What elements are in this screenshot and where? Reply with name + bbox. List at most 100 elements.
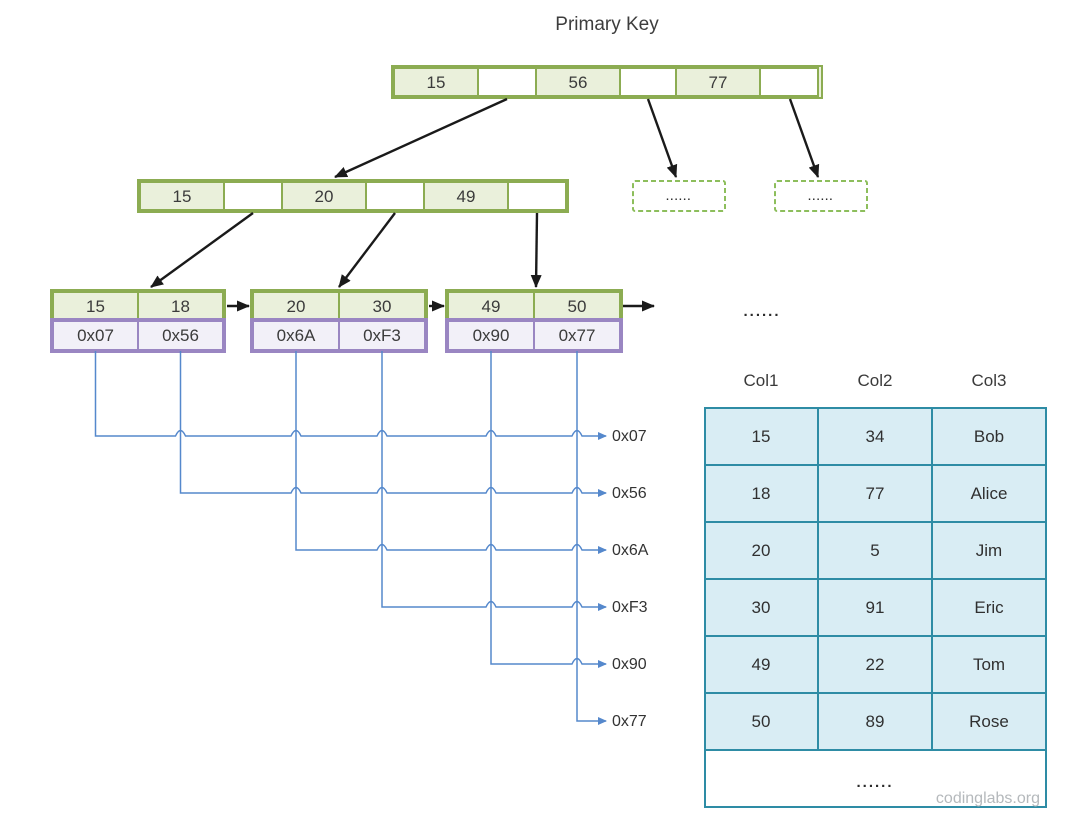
pointer-label: 0x6A [612, 542, 649, 559]
leaf-pointer-cell [447, 320, 535, 351]
internal-key-value: 49 [457, 187, 476, 206]
dashed-node-box [632, 180, 726, 212]
column-header: Col2 [858, 371, 893, 390]
dashed-node-2: ...... [774, 180, 868, 212]
internal-key-value: 15 [173, 187, 192, 206]
internal-pointer-cell [365, 181, 425, 211]
cell-value: 22 [866, 655, 885, 674]
pointer-connectors: 0x07 0x56 0x6A 0xF3 0x90 0x77 [94, 351, 649, 730]
table-row: 15 34 Bob [704, 407, 1047, 466]
cell-value: 5 [870, 541, 879, 560]
table-cell [931, 692, 1047, 751]
leaf-key-cell [137, 291, 224, 322]
internal-pointer-cell [507, 181, 567, 211]
column-header: Col1 [744, 371, 779, 390]
leaf-pointer-value: 0x07 [77, 326, 114, 345]
root-pointer-cell [759, 67, 819, 97]
pointer-label: 0xF3 [612, 599, 648, 616]
cell-value: 89 [866, 712, 885, 731]
leaf-pointer-cell [533, 320, 621, 351]
leaf-key-value: 20 [287, 297, 306, 316]
dashed-node-ellipsis: ...... [808, 192, 834, 203]
leaf-node-2: 20 30 0x6A 0xF3 [250, 289, 428, 353]
leaf-pointer-value: 0x6A [277, 326, 316, 345]
root-key-value: 15 [427, 73, 446, 92]
leaf-key-value: 49 [482, 297, 501, 316]
dashed-node-box [774, 180, 868, 212]
cell-value: 20 [752, 541, 771, 560]
table-cell [704, 692, 819, 751]
leaf-pointer-cell [252, 320, 340, 351]
column-header: Col3 [972, 371, 1007, 390]
table-cell [704, 521, 819, 580]
cell-value: 18 [752, 484, 771, 503]
pointer-label: 0x77 [612, 713, 647, 730]
leaf-key-cell [338, 291, 426, 322]
arrow-root-to-dashed-2 [788, 98, 820, 178]
leaf-pointer-cell [338, 320, 426, 351]
connector-0x6A [295, 351, 607, 554]
internal-key-value: 20 [315, 187, 334, 206]
cell-value: 91 [866, 598, 885, 617]
watermark-text: codinglabs.org [936, 790, 1040, 807]
table-cell [931, 521, 1047, 580]
internal-node: 15 20 49 [137, 179, 569, 213]
pointer-label: 0x56 [612, 485, 647, 502]
cell-value: 34 [866, 427, 885, 446]
connector-0xF3 [381, 351, 607, 611]
leaf-pointer-value: 0x56 [162, 326, 199, 345]
table-row-ellipsis: ...... codinglabs.org [704, 749, 1047, 808]
internal-key-cell [281, 181, 367, 211]
table-row: 20 5 Jim [704, 521, 1047, 580]
cell-value: Bob [974, 427, 1004, 446]
table-cell [931, 407, 1047, 466]
connector-0x77 [576, 351, 607, 725]
root-key-cell [535, 67, 621, 97]
connector-0x90 [490, 351, 607, 668]
arrow-internal-to-leaf-1 [150, 212, 254, 288]
table-cell [704, 578, 819, 637]
connector-0x56 [179, 351, 607, 497]
connector-0x07 [94, 351, 607, 440]
table-row: 50 89 Rose [704, 692, 1047, 751]
root-pointer-cell [619, 67, 677, 97]
leaf-key-value: 18 [171, 297, 190, 316]
cell-value: 49 [752, 655, 771, 674]
data-table: Col1 Col2 Col3 15 34 Bob 18 77 Alice 20 [704, 371, 1047, 808]
table-cell [817, 692, 933, 751]
table-cell [931, 635, 1047, 694]
diagram-title: Primary Key [555, 14, 659, 35]
leaf-pointer-cell [137, 320, 224, 351]
arrow-internal-to-leaf-3 [530, 212, 542, 288]
pointer-label: 0x07 [612, 428, 647, 445]
root-key-value: 56 [569, 73, 588, 92]
leaf-pointer-value: 0xF3 [363, 326, 401, 345]
internal-key-cell [423, 181, 509, 211]
root-pointer-cell [477, 67, 537, 97]
cell-value: Tom [973, 655, 1005, 674]
cell-value: Rose [969, 712, 1009, 731]
internal-pointer-cell [223, 181, 283, 211]
cell-value: 30 [752, 598, 771, 617]
table-row: 30 91 Eric [704, 578, 1047, 637]
leaf-key-value: 50 [568, 297, 587, 316]
pointer-label: 0x90 [612, 656, 647, 673]
root-key-value: 77 [709, 73, 728, 92]
arrow-root-to-dashed-1 [646, 98, 678, 178]
leaf-pointer-value: 0x90 [473, 326, 510, 345]
arrow-root-to-internal [334, 97, 508, 179]
cell-value: 15 [752, 427, 771, 446]
root-key-cell [393, 67, 479, 97]
leaf-key-value: 15 [86, 297, 105, 316]
arrow-internal-to-leaf-2 [338, 212, 396, 288]
table-cell-span [704, 749, 1047, 808]
table-cell [817, 521, 933, 580]
table-cell [704, 635, 819, 694]
table-cell [817, 578, 933, 637]
leaf-chain-ellipsis: ...... [743, 303, 780, 320]
cell-value: 50 [752, 712, 771, 731]
leaf-node-3: 49 50 0x90 0x77 [445, 289, 623, 353]
table-cell [704, 407, 819, 466]
